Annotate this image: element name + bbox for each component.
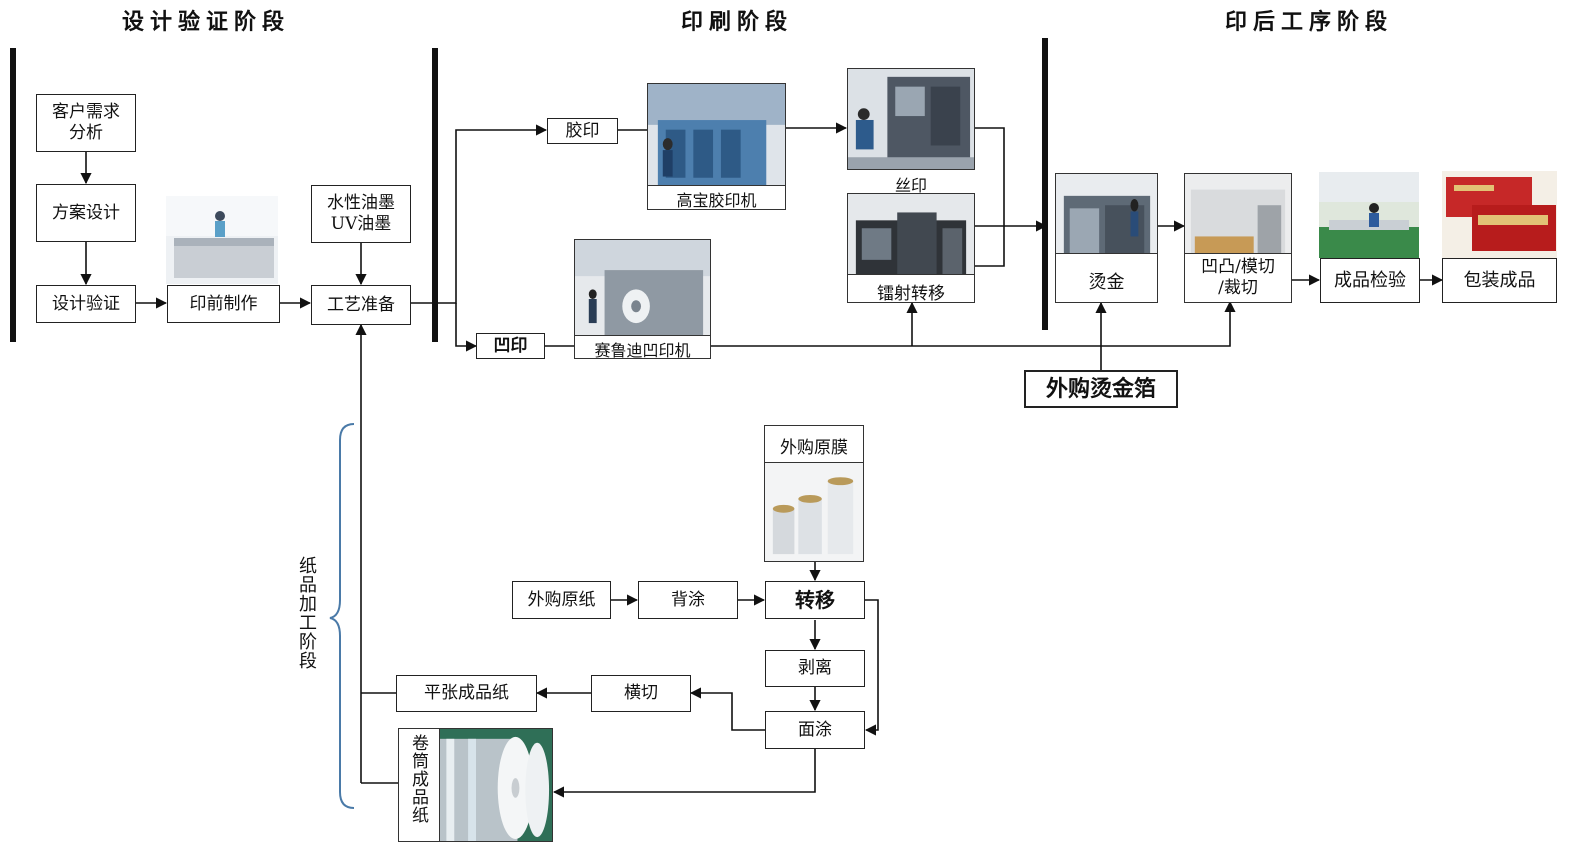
box-peel: 剥离 [765, 650, 865, 687]
stage-title-design: 设计验证阶段 [122, 10, 291, 35]
box-process-prep: 工艺准备 [311, 285, 411, 325]
roll-paper-photo [398, 728, 553, 842]
stage-title-printing: 印刷阶段 [681, 10, 794, 35]
packaging-photo [1442, 171, 1557, 258]
emboss-cut-photo [1184, 173, 1292, 303]
offset-machine-photo [647, 83, 786, 210]
screen-print-photo [847, 68, 975, 170]
box-sheet-paper: 平张成品纸 [396, 675, 537, 712]
box-cross-cut: 横切 [591, 675, 691, 712]
box-face-coat: 面涂 [765, 711, 865, 749]
box-packaging: 包装成品 [1442, 258, 1557, 303]
stage-divider-middle [432, 48, 438, 342]
raw-film-photo [764, 425, 864, 562]
box-inspection: 成品检验 [1320, 258, 1420, 303]
box-prepress: 印前制作 [167, 285, 280, 323]
box-offset: 胶印 [547, 118, 618, 144]
line-prep-to-gravure [455, 303, 478, 352]
laser-transfer-caption: 镭射转移 [877, 284, 945, 304]
stage-divider-right [1042, 38, 1048, 330]
paper-stage-bracket [329, 423, 355, 809]
box-scheme-design: 方案设计 [36, 184, 136, 242]
raw-film-caption: 外购原膜 [780, 438, 848, 458]
box-back-coat: 背涂 [638, 581, 738, 619]
laser-transfer-photo [847, 193, 975, 303]
screen-print-caption: 丝印 [894, 176, 927, 195]
roll-paper-caption: 卷筒成品纸 [408, 734, 428, 824]
gravure-machine-photo [574, 239, 711, 359]
box-customer-needs: 客户需求 分析 [36, 94, 136, 152]
line-transfer-bypass [864, 599, 879, 736]
stage-title-paper: 纸品加工阶段 [296, 556, 317, 670]
line-screen-out [975, 127, 1005, 267]
gravure-machine-caption: 赛鲁迪凹印机 [594, 341, 691, 360]
box-gravure: 凹印 [476, 333, 545, 359]
box-raw-paper: 外购原纸 [512, 581, 611, 619]
box-design-verify: 设计验证 [36, 285, 136, 323]
line-facecoat-to-crosscut [689, 687, 765, 731]
box-purchased-foil: 外购烫金箔 [1024, 370, 1178, 408]
stage-title-post-print: 印后工序阶段 [1225, 10, 1394, 35]
line-gravure-to-post [711, 300, 1236, 347]
emboss-cut-caption: 凹凸/模切 /裁切 [1201, 257, 1275, 298]
hot-stamp-caption: 烫金 [1088, 272, 1125, 293]
line-facecoat-to-roll [552, 749, 816, 798]
inspection-photo [1319, 172, 1419, 258]
prepress-photo [166, 196, 278, 284]
hot-stamp-photo [1055, 173, 1158, 303]
offset-machine-caption: 高宝胶印机 [676, 191, 757, 210]
line-prep-to-printing [410, 124, 548, 304]
stage-divider-left [10, 48, 16, 342]
box-transfer: 转移 [765, 581, 865, 619]
box-ink: 水性油墨 UV油墨 [311, 185, 411, 243]
